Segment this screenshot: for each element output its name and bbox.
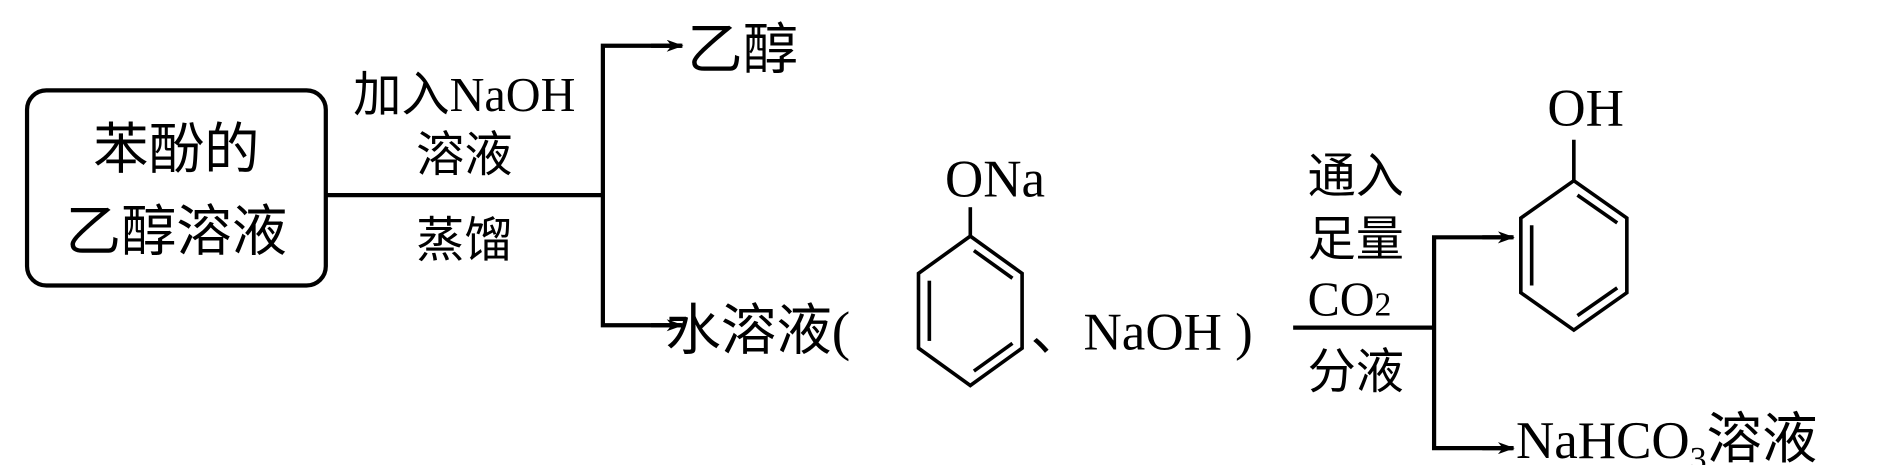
step1-operation: 蒸馏 [416, 215, 512, 268]
step2-label-1: 通入 [1308, 151, 1404, 204]
step1-reagent-2: 溶液 [416, 129, 512, 182]
step2-reagent: CO2 [1308, 274, 1392, 327]
benzene-ring-phenoxide [916, 207, 1024, 388]
benzene-ring-phenol [1519, 139, 1629, 333]
step2-operation: 分液 [1308, 346, 1404, 399]
step2-branch [1431, 235, 1513, 451]
phenol-oh-label: OH [1547, 79, 1624, 137]
product-ethanol: 乙醇 [687, 20, 798, 81]
start-box [24, 88, 328, 288]
step1-reagent: 加入NaOH [353, 69, 575, 122]
step2-label-2: 足量 [1308, 213, 1404, 266]
product-bicarbonate: NaHCO3溶液 [1516, 409, 1817, 465]
aqueous-suffix: 、NaOH ) [1031, 303, 1253, 361]
start-box-line1: 苯酚的 [93, 120, 259, 181]
aqueous-prefix: 水溶液( [666, 300, 851, 361]
start-box-line2: 乙醇溶液 [66, 202, 288, 263]
step1-branch [600, 43, 682, 328]
sodium-phenoxide-label: ONa [945, 150, 1045, 208]
